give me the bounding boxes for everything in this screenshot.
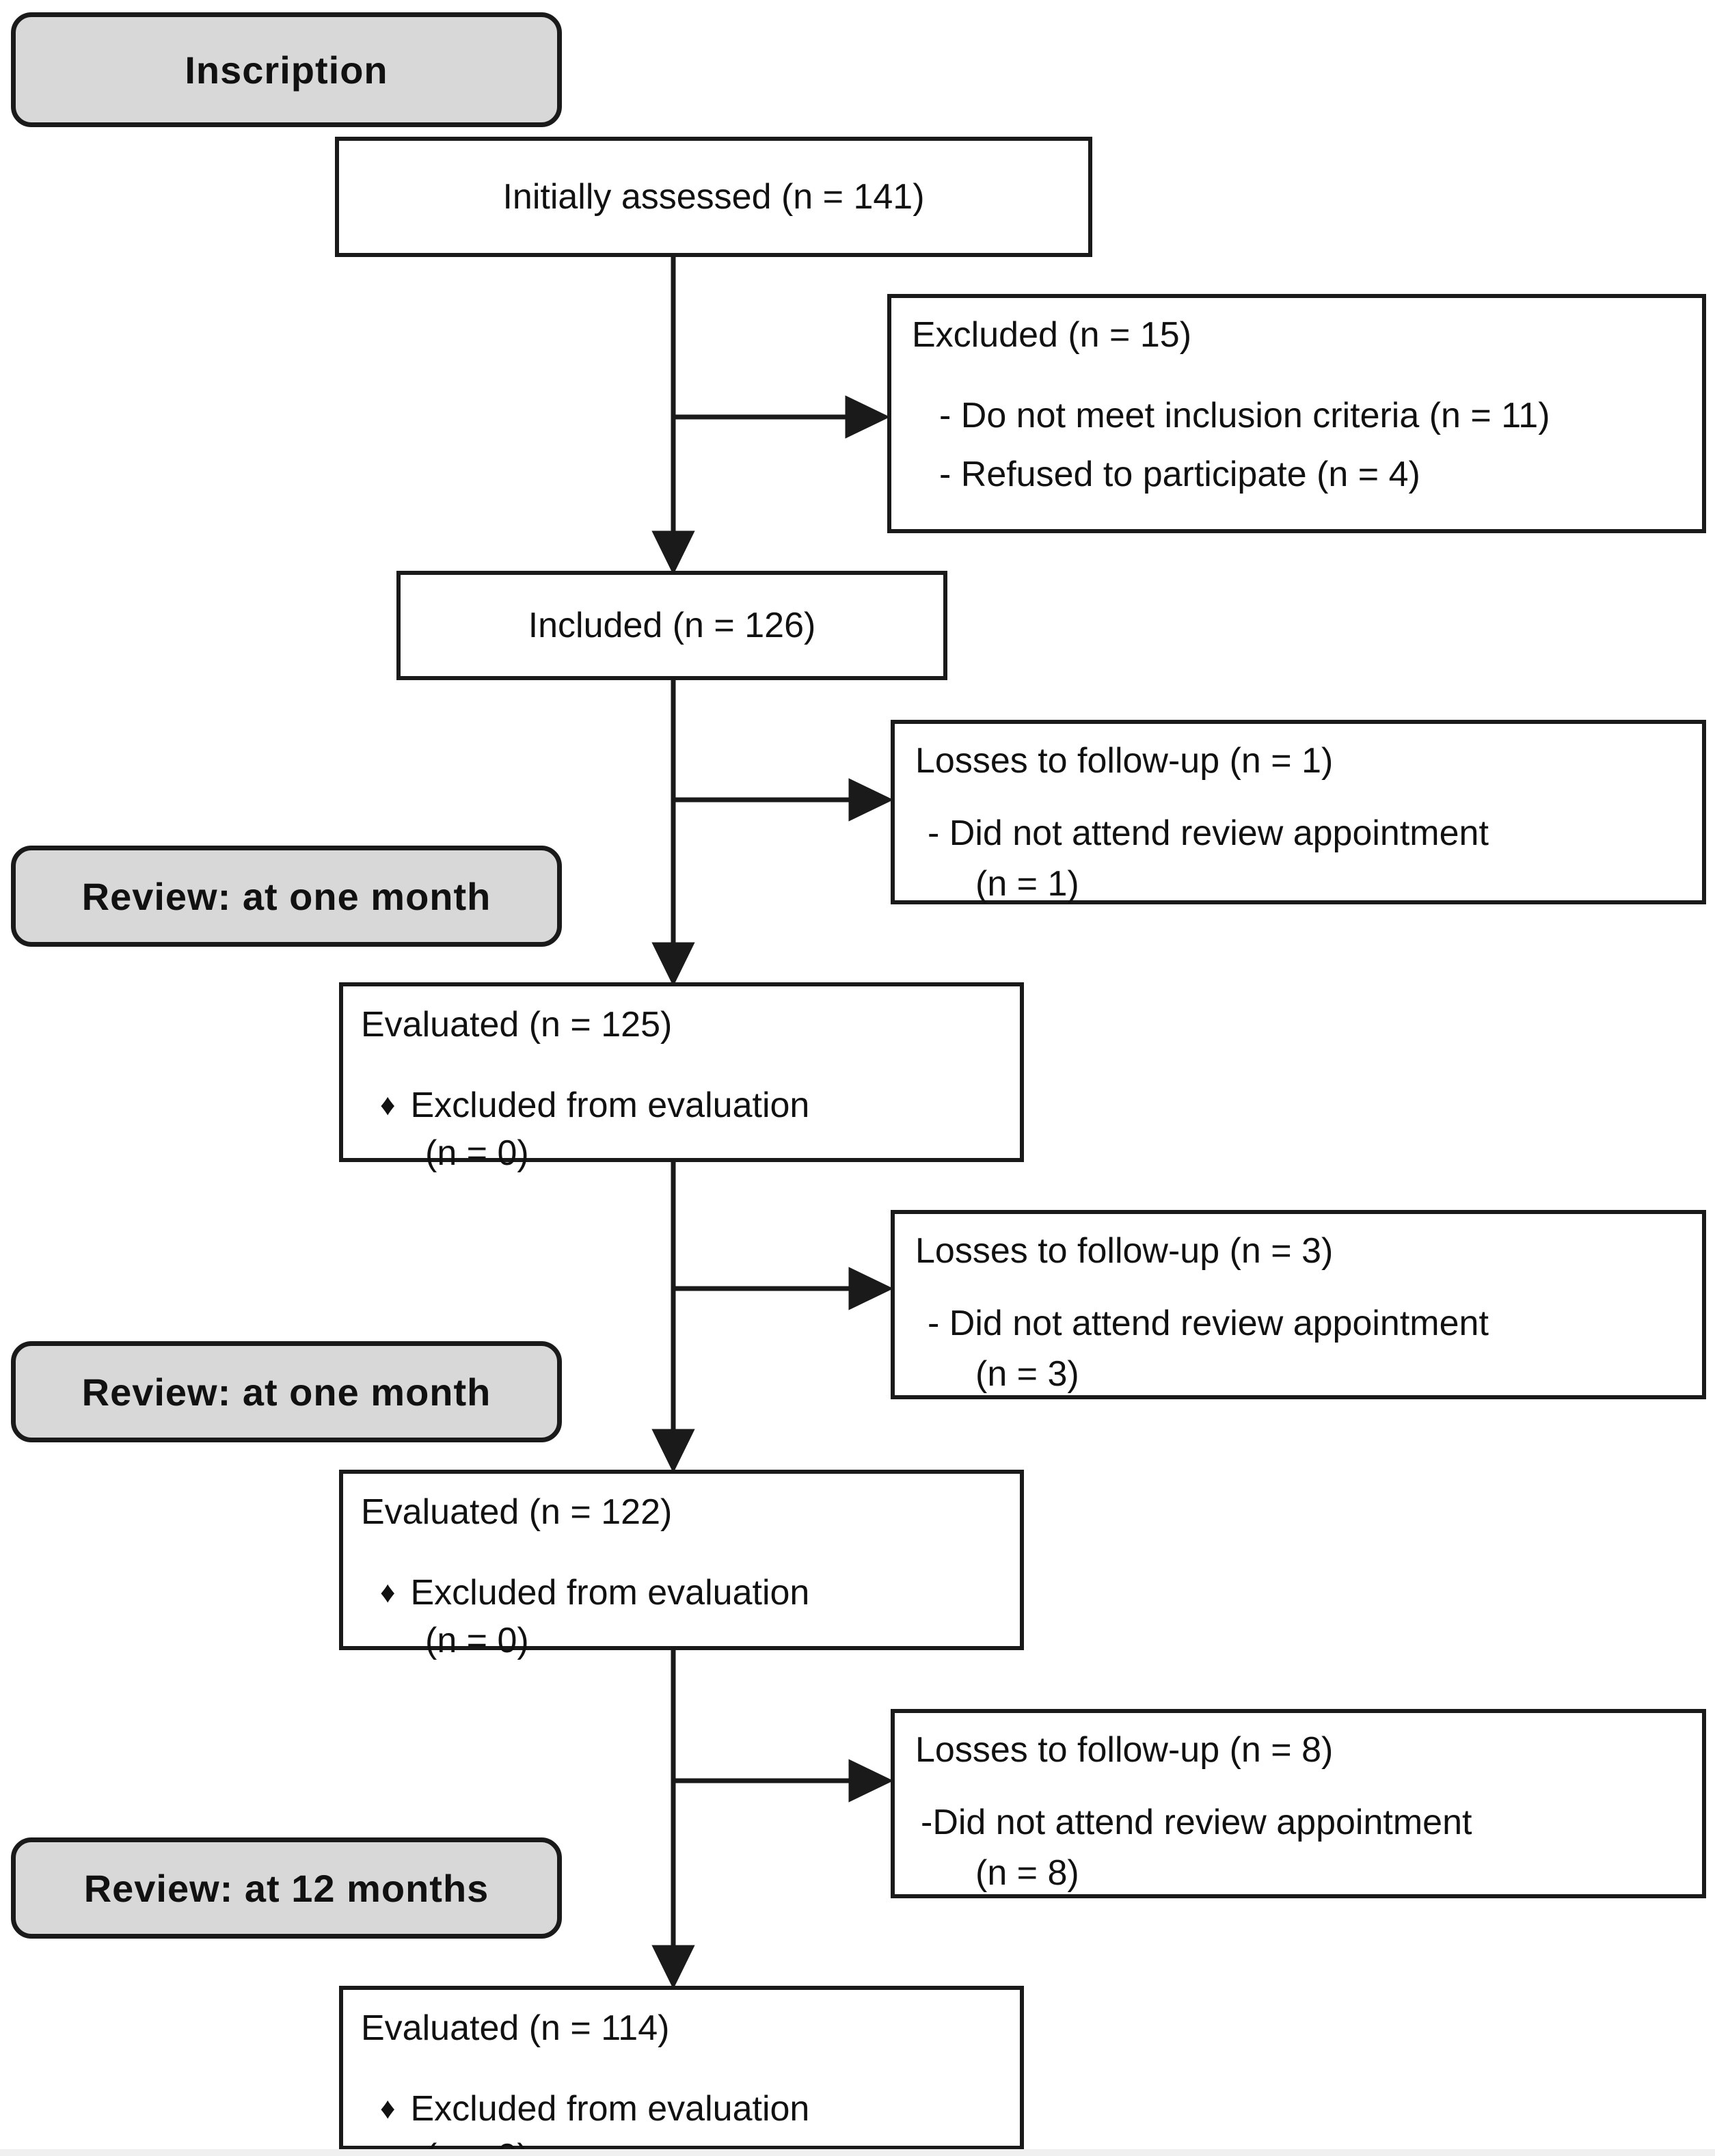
diamond-bullet-icon: ♦ [380, 1088, 396, 1122]
box-evaluated-114-title: Evaluated (n = 114) [361, 2008, 670, 2048]
stage-label-inscription-text: Inscription [185, 48, 388, 92]
box-losses-1-title: Losses to follow-up (n = 1) [915, 741, 1334, 781]
evaluated-125-bullet-line: ♦ Excluded from evaluation [361, 1085, 1006, 1126]
box-excluded: Excluded (n = 15) - Do not meet inclusio… [887, 294, 1706, 533]
box-included-text: Included (n = 126) [528, 606, 816, 645]
box-evaluated-122: Evaluated (n = 122) ♦ Excluded from eval… [339, 1470, 1024, 1660]
losses-1-reason: - Did not attend review appointment [928, 813, 1489, 853]
losses-8-reason: -Did not attend review appointment [921, 1803, 1472, 1842]
stage-label-review-one-month-1: Review: at one month [11, 846, 562, 947]
evaluated-125-bullet-text: Excluded from evaluation [410, 1086, 810, 1125]
stage-label-inscription: Inscription [11, 12, 562, 127]
box-excluded-title: Excluded (n = 15) [912, 315, 1192, 355]
evaluated-125-bullet-n: (n = 0) [425, 1133, 529, 1173]
arrowhead-down-3 [651, 1429, 695, 1473]
diamond-bullet-icon: ♦ [380, 2092, 396, 2125]
evaluated-114-bullet-text: Excluded from evaluation [410, 2089, 810, 2129]
box-losses-3-title: Losses to follow-up (n = 3) [915, 1231, 1334, 1271]
excluded-item: - Refused to participate (n = 4) [939, 454, 1420, 494]
arrowhead-right-3 [848, 1267, 894, 1310]
arrowhead-right-2 [848, 778, 894, 822]
box-evaluated-114: Evaluated (n = 114) ♦ Excluded from eval… [339, 1986, 1024, 2156]
evaluated-122-bullet-line: ♦ Excluded from evaluation [361, 1572, 1006, 1613]
stage-label-review-1-text: Review: at one month [81, 874, 491, 918]
diamond-bullet-icon: ♦ [380, 1576, 396, 1609]
box-losses-followup-1: Losses to follow-up (n = 1) - Did not at… [891, 720, 1706, 904]
evaluated-114-bullet-line: ♦ Excluded from evaluation [361, 2088, 1006, 2129]
arrowhead-down-2 [651, 942, 695, 986]
box-included: Included (n = 126) [396, 571, 947, 680]
stage-label-review-3-text: Review: at 12 months [83, 1866, 489, 1910]
stage-label-review-12-months: Review: at 12 months [11, 1837, 562, 1939]
excluded-items: - Do not meet inclusion criteria (n = 11… [912, 387, 1688, 504]
arrowhead-right-1 [845, 395, 891, 439]
losses-8-reason-n: (n = 8) [975, 1853, 1079, 1893]
box-losses-followup-3: Losses to follow-up (n = 3) - Did not at… [891, 1210, 1706, 1399]
stage-label-review-one-month-2: Review: at one month [11, 1341, 562, 1442]
box-evaluated-122-title: Evaluated (n = 122) [361, 1492, 673, 1532]
evaluated-122-bullet-n: (n = 0) [425, 1621, 529, 1660]
box-evaluated-125-title: Evaluated (n = 125) [361, 1005, 673, 1045]
box-losses-followup-8: Losses to follow-up (n = 8) -Did not att… [891, 1709, 1706, 1898]
arrowhead-down-1 [651, 530, 695, 575]
losses-3-reason-n: (n = 3) [975, 1354, 1079, 1394]
box-losses-8-title: Losses to follow-up (n = 8) [915, 1730, 1334, 1770]
losses-3-reason: - Did not attend review appointment [928, 1304, 1489, 1343]
stage-label-review-2-text: Review: at one month [81, 1370, 491, 1414]
box-initially-assessed: Initially assessed (n = 141) [335, 137, 1092, 257]
losses-1-reason-n: (n = 1) [975, 864, 1079, 904]
evaluated-122-bullet-text: Excluded from evaluation [410, 1573, 810, 1613]
arrowhead-down-4 [651, 1945, 695, 1989]
box-evaluated-125: Evaluated (n = 125) ♦ Excluded from eval… [339, 982, 1024, 1173]
excluded-item: - Do not meet inclusion criteria (n = 11… [939, 396, 1550, 435]
box-initially-assessed-text: Initially assessed (n = 141) [502, 177, 925, 217]
arrowhead-right-4 [848, 1759, 894, 1803]
figure-bottom-edge [0, 2149, 1715, 2156]
